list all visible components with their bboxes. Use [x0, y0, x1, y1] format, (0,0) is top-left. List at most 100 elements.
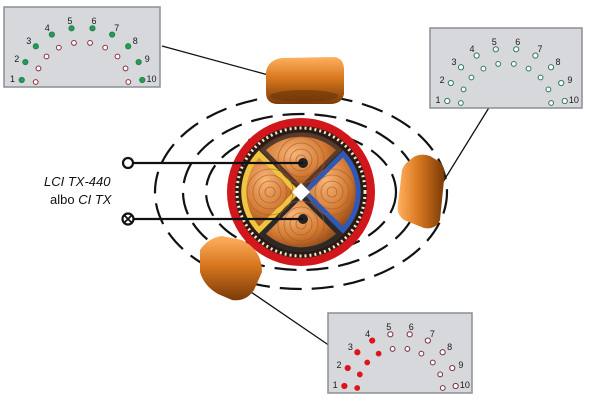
- indicator-dot-8: [125, 43, 132, 50]
- indicator-dot-10: [139, 76, 146, 84]
- indicator-inner-dot-5: [389, 346, 396, 352]
- caption-line-2: albo CI TX: [50, 192, 113, 207]
- indicator-dot-4: [369, 337, 376, 344]
- indicator-label-5: 5: [386, 322, 391, 332]
- indicator-label-6: 6: [92, 16, 97, 26]
- indicator-dot-7: [109, 31, 116, 38]
- indicator-label-2: 2: [14, 54, 19, 64]
- indicator-inner-dot-3: [468, 74, 475, 81]
- indicator-dot-6: [513, 46, 520, 53]
- indicator-label-5: 5: [67, 16, 72, 26]
- indicator-dot-4: [48, 31, 55, 38]
- clamp-sensor-top: [266, 57, 344, 104]
- indicator-inner-dot-6: [87, 40, 93, 46]
- indicator-inner-dot-10: [439, 385, 446, 391]
- indicator-inner-dot-1: [457, 100, 464, 106]
- indicator-inner-dot-9: [545, 86, 552, 93]
- indicator-dot-3: [457, 64, 465, 71]
- indicator-label-5: 5: [492, 37, 497, 47]
- indicator-inner-dot-2: [35, 65, 42, 72]
- indicator-inner-dot-7: [418, 350, 425, 357]
- indicator-label-9: 9: [567, 75, 572, 85]
- indicator-label-2: 2: [337, 360, 342, 370]
- indicator-dot-7: [424, 337, 431, 344]
- clamp-sensor-bottom-left: [200, 236, 262, 301]
- indicator-label-4: 4: [470, 44, 475, 54]
- indicator-dot-2: [344, 364, 351, 372]
- indicator-dot-10: [561, 97, 568, 105]
- probe-terminal-open: [121, 156, 135, 170]
- indicator-label-1: 1: [333, 380, 338, 390]
- indicator-label-8: 8: [447, 342, 452, 352]
- indicator-label-3: 3: [451, 57, 456, 67]
- indicator-dot-9: [449, 364, 456, 372]
- probe-wires: [134, 161, 303, 221]
- indicator-inner-dot-5: [71, 40, 77, 46]
- indicator-label-10: 10: [146, 74, 156, 84]
- indicator-inner-dot-4: [375, 350, 382, 357]
- indicator-inner-dot-3: [43, 53, 50, 60]
- indicator-label-8: 8: [133, 36, 138, 46]
- indicator-dot-8: [547, 64, 555, 71]
- indicator-inner-dot-5: [495, 61, 502, 67]
- indicator-inner-dot-10: [125, 79, 132, 85]
- indicator-inner-dot-10: [548, 100, 555, 106]
- indicator-dot-10: [452, 382, 459, 390]
- leader-lines: [161, 45, 491, 347]
- indicator-inner-dot-4: [480, 65, 487, 72]
- indicator-inner-dot-8: [114, 53, 121, 60]
- indicator-dot-4: [473, 52, 480, 59]
- indicator-label-3: 3: [26, 36, 31, 46]
- indicator-inner-dot-2: [460, 86, 467, 93]
- indicator-dot-3: [32, 43, 39, 50]
- armor-dots-ring: [235, 126, 367, 258]
- caption-line-2-italic: CI TX: [78, 192, 113, 207]
- indicator-label-4: 4: [365, 329, 370, 339]
- indicator-label-3: 3: [348, 342, 353, 352]
- indicator-dot-2: [447, 79, 454, 87]
- indicator-inner-dot-7: [102, 44, 109, 51]
- indicator-dot-9: [135, 58, 142, 66]
- indicator-dot-5: [68, 25, 75, 32]
- indicator-dot-5: [492, 46, 499, 53]
- indicator-label-7: 7: [537, 44, 542, 54]
- indicator-label-7: 7: [430, 329, 435, 339]
- indicator-dot-6: [89, 25, 96, 32]
- indicator-label-4: 4: [45, 23, 50, 33]
- indicator-label-1: 1: [436, 95, 441, 105]
- caption-line-1: LCI TX-440: [44, 174, 111, 189]
- indicator-label-2: 2: [440, 75, 445, 85]
- indicator-inner-dot-8: [537, 74, 544, 81]
- indicator-inner-dot-7: [525, 65, 532, 72]
- indicator-inner-dot-1: [32, 79, 39, 85]
- indicator-inner-dot-3: [364, 359, 371, 366]
- indicator-dot-9: [558, 79, 565, 87]
- indicator-dot-7: [532, 52, 539, 59]
- indicator-label-8: 8: [556, 57, 561, 67]
- indicator-dot-1: [444, 97, 451, 105]
- probe-terminal-cross: [121, 212, 135, 226]
- indicator-dot-1: [341, 382, 348, 390]
- indicator-label-10: 10: [569, 95, 579, 105]
- indicator-inner-dot-2: [356, 371, 363, 378]
- indicator-dot-2: [22, 58, 29, 66]
- clamp-sensor-right: [397, 154, 445, 229]
- leader-line-bottom-right: [247, 289, 331, 347]
- indicator-inner-dot-9: [122, 65, 129, 72]
- indicator-inner-dot-6: [510, 61, 517, 67]
- indicator-dot-5: [387, 331, 394, 338]
- center-filler: [292, 183, 310, 201]
- leader-line-top-right: [437, 105, 491, 191]
- indicator-label-9: 9: [458, 360, 463, 370]
- indicator-dot-1: [18, 76, 25, 84]
- indicator-label-1: 1: [10, 74, 15, 84]
- indicator-inner-dot-8: [429, 359, 436, 366]
- leader-line-top-left: [161, 45, 273, 77]
- indicator-dot-3: [354, 349, 361, 356]
